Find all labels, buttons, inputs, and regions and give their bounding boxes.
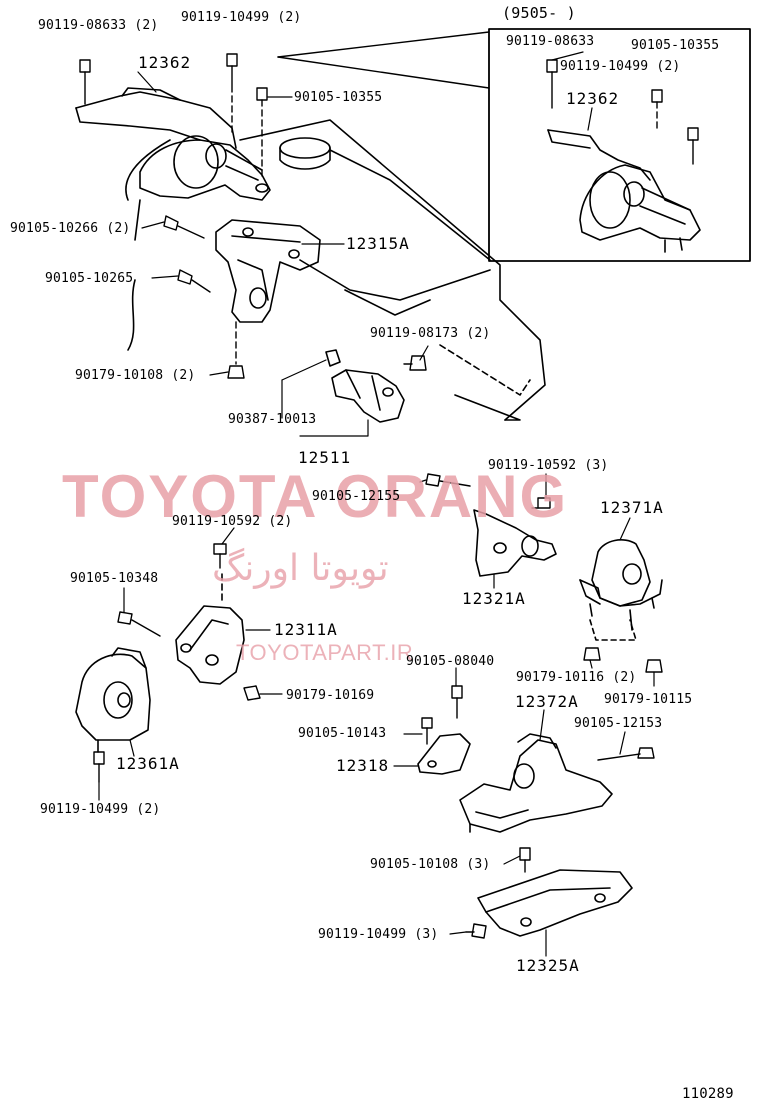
part-label: 90105-10355 — [294, 90, 383, 105]
part-label: 12372A — [515, 692, 579, 711]
part-label: 90105-10265 — [45, 271, 134, 286]
part-label: 12362 — [566, 89, 620, 108]
plate-12325A — [477, 869, 633, 937]
watermark-farsi: تویوتا اورنگ — [212, 548, 389, 589]
part-label: 90105-12153 — [574, 716, 663, 731]
part-label: 90119-08173 (2) — [370, 326, 491, 341]
mount-12371A — [579, 539, 663, 641]
part-label: 90105-10143 — [298, 726, 387, 741]
engine-block-outline — [125, 119, 546, 421]
part-label: 90119-10499 (2) — [181, 10, 302, 25]
part-label: 90105-12155 — [312, 489, 401, 504]
part-label: 90105-10355 — [631, 38, 720, 53]
part-label: 90179-10169 — [286, 688, 375, 703]
part-label: 90119-10499 (2) — [560, 59, 681, 74]
part-label: 90119-10592 (2) — [172, 514, 293, 529]
part-label: 12511 — [298, 448, 352, 467]
part-label: 12315A — [346, 234, 410, 253]
bracket-12311A — [175, 573, 245, 685]
engine-mount-12362 — [75, 87, 271, 201]
part-label: 90179-10108 (2) — [75, 368, 196, 383]
part-label: 90105-10108 (3) — [370, 857, 491, 872]
part-label: 90119-08633 — [506, 34, 595, 49]
part-label: 12362 — [138, 53, 192, 72]
watermark-main: TOYOTA ORANG — [62, 463, 569, 530]
mount-12361A — [75, 647, 151, 753]
part-label: 12371A — [600, 498, 664, 517]
bracket-12318 — [417, 733, 471, 775]
part-label: 12325A — [516, 956, 580, 975]
part-label: 90119-10499 (2) — [40, 802, 161, 817]
bolt-set — [79, 53, 699, 939]
part-label: 90105-08040 — [406, 654, 495, 669]
part-label: 90119-10499 (3) — [318, 927, 439, 942]
part-label: 12311A — [274, 620, 338, 639]
bracket-12511 — [325, 349, 405, 423]
engine-mount-12362-inset — [547, 129, 701, 253]
leader-lines — [98, 51, 655, 957]
part-label: 90179-10115 — [604, 692, 693, 707]
part-label: 90179-10116 (2) — [516, 670, 637, 685]
part-label: 12361A — [116, 754, 180, 773]
part-label: 12318 — [336, 756, 390, 775]
watermark-url: TOYOTAPART.IR — [236, 640, 414, 665]
part-label: 90119-08633 (2) — [38, 18, 159, 33]
inset-header: (9505- ) — [502, 4, 576, 22]
figure-number: 110289 — [682, 1086, 734, 1102]
part-label: 90105-10266 (2) — [10, 221, 131, 236]
mount-12372A — [459, 733, 613, 833]
bracket-12321A — [473, 509, 557, 577]
inset-box — [277, 28, 751, 262]
part-label: 90119-10592 (3) — [488, 458, 609, 473]
part-label: 12321A — [462, 589, 526, 608]
part-label: 90387-10013 — [228, 412, 317, 427]
part-label: 90105-10348 — [70, 571, 159, 586]
bracket-12315A — [215, 219, 321, 323]
